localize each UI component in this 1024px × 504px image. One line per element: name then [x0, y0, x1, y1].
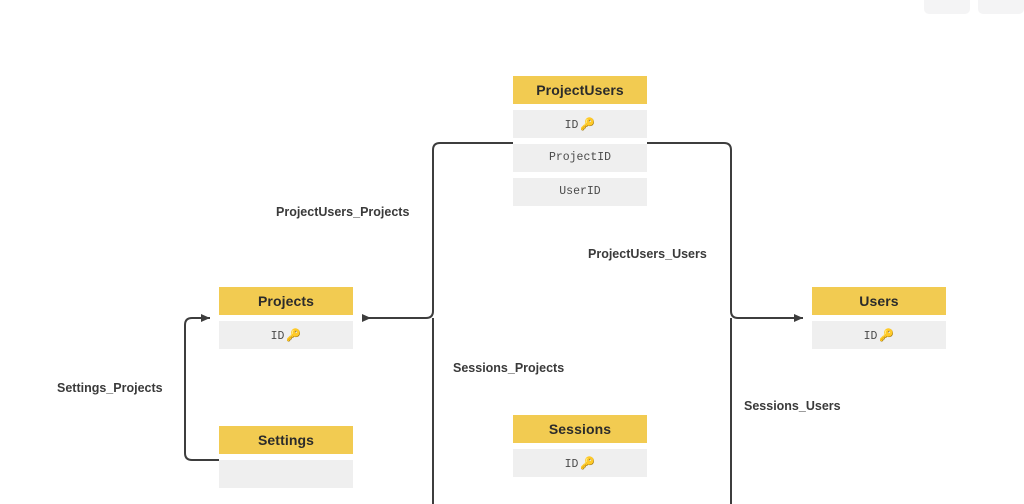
field-name: ID	[863, 330, 878, 343]
key-icon: 🔑	[580, 456, 596, 470]
entity-title: Users	[812, 287, 946, 315]
field-name: ID	[564, 119, 579, 132]
field-name: ID	[564, 458, 579, 471]
entity-field-row[interactable]: ID🔑	[513, 110, 647, 138]
key-icon: 🔑	[286, 328, 302, 342]
toolbar[interactable]	[924, 0, 1024, 14]
entity-node-settings[interactable]: Settings	[219, 426, 353, 488]
field-name: ID	[270, 330, 285, 343]
key-icon: 🔑	[879, 328, 895, 342]
entity-node-users[interactable]: Users ID🔑	[812, 287, 946, 349]
toolbar-button-2[interactable]	[978, 0, 1024, 14]
edge-label-projectusers-users: ProjectUsers_Users	[588, 247, 707, 261]
edge-projectusers-users	[647, 142, 803, 322]
entity-field-row[interactable]: UserID	[513, 178, 647, 206]
edge-settings-projects	[184, 314, 219, 461]
entity-node-projectusers[interactable]: ProjectUsers ID🔑 ProjectID UserID	[513, 76, 647, 206]
toolbar-button-1[interactable]	[924, 0, 970, 14]
entity-node-sessions[interactable]: Sessions ID🔑	[513, 415, 647, 477]
entity-node-projects[interactable]: Projects ID🔑	[219, 287, 353, 349]
entity-field-row[interactable]: ProjectID	[513, 144, 647, 172]
entity-field-row[interactable]: ID🔑	[513, 449, 647, 477]
entity-field-row[interactable]: ID🔑	[219, 321, 353, 349]
entity-title: Settings	[219, 426, 353, 454]
field-name: ProjectID	[548, 151, 612, 164]
entity-title: Sessions	[513, 415, 647, 443]
key-icon: 🔑	[580, 117, 596, 131]
edge-label-sessions-projects: Sessions_Projects	[453, 361, 565, 375]
entity-field-row[interactable]	[219, 460, 353, 488]
edge-label-settings-projects: Settings_Projects	[57, 381, 163, 395]
entity-field-row[interactable]: ID🔑	[812, 321, 946, 349]
edge-projectusers-projects	[362, 142, 513, 322]
field-name: UserID	[559, 185, 601, 198]
entity-title: Projects	[219, 287, 353, 315]
edge-label-projectusers-projects: ProjectUsers_Projects	[276, 205, 410, 219]
edge-label-sessions-users: Sessions_Users	[744, 399, 841, 413]
entity-title: ProjectUsers	[513, 76, 647, 104]
